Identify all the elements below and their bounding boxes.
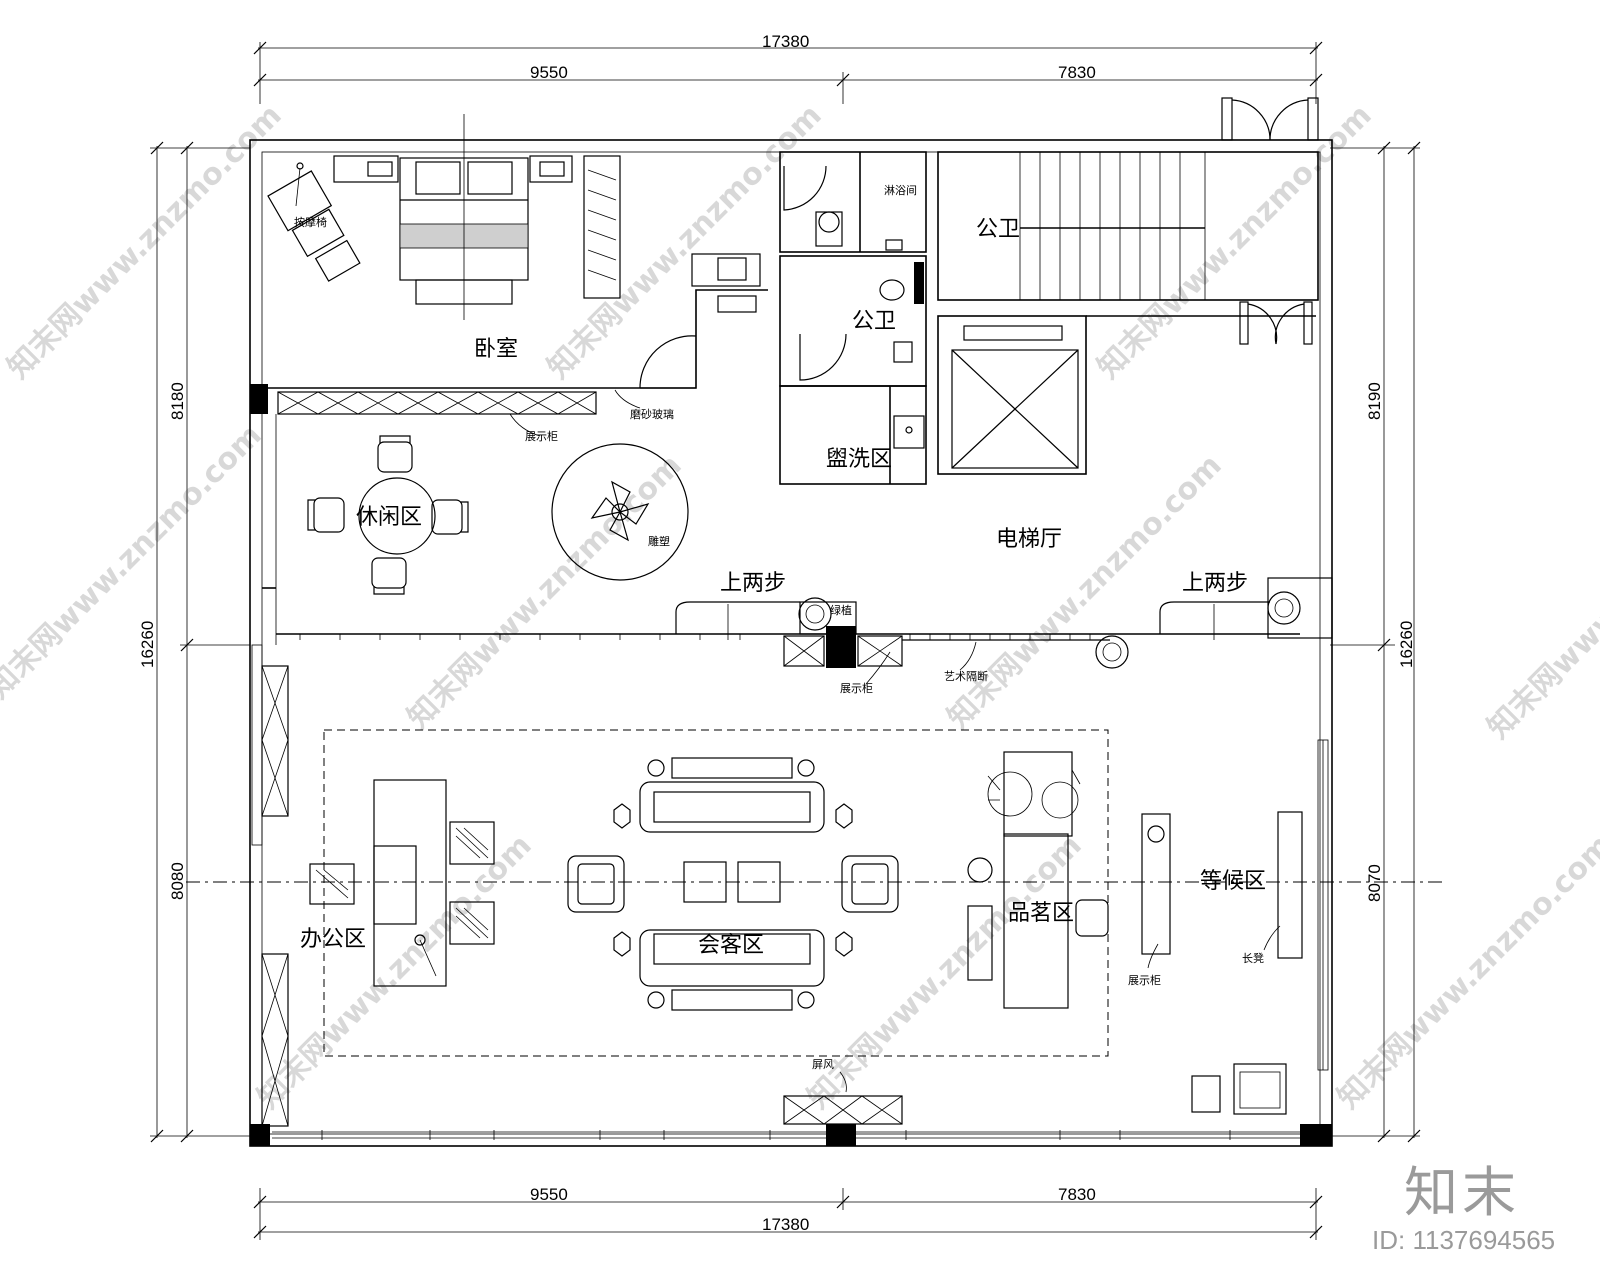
sink-counter [691, 253, 761, 287]
dimension-lines: 17380 9550 7830 9550 7830 17380 16260 81… [138, 32, 1421, 1240]
dim-bottom-left: 9550 [530, 1185, 568, 1204]
sofa [639, 781, 825, 833]
tea-chair [1075, 899, 1109, 937]
left-wall-cabinets [261, 665, 289, 1127]
display-cabinet [277, 391, 597, 415]
office-chair [309, 863, 355, 905]
leisure-chair [377, 435, 413, 473]
art-partition-label: 艺术隔断 [944, 669, 988, 683]
dim-top-total: 17380 [762, 32, 809, 51]
display-cabinet-2-label: 展示柜 [840, 682, 873, 695]
sculpture [551, 443, 689, 581]
dim-left-upper: 8180 [168, 382, 187, 420]
watermark: 知末网www.znzmo.com [1, 98, 289, 386]
dim-bottom-right: 7830 [1058, 1185, 1096, 1204]
round-table [358, 477, 436, 555]
bottom-display-cabinet: 屏风 [783, 1058, 903, 1125]
room-tea-area: 品茗区 [1008, 901, 1074, 926]
bedroom: 按摩椅 展示柜 磨砂玻璃 卧室 [262, 114, 768, 443]
image-id: ID: 1137694565 [1372, 1225, 1556, 1255]
reception-area: 会客区 [567, 757, 899, 1011]
greenery-label: 绿植 [830, 603, 852, 617]
room-public-toilet-2: 公卫 [976, 217, 1020, 242]
plant [1095, 635, 1129, 669]
room-bedroom: 卧室 [474, 337, 518, 362]
massage-chair [267, 170, 361, 282]
dim-right-lower: 8070 [1365, 864, 1384, 902]
steps-up-right: 上两步 [1182, 571, 1248, 596]
steps-up-left: 上两步 [720, 571, 786, 596]
leisure-area: 休闲区 雕塑 [307, 435, 689, 595]
waiting-area: 展示柜 长凳 等候区 [1128, 811, 1303, 1115]
watermark: 知末网www.znzmo.com [401, 448, 689, 736]
room-elevator-hall: 电梯厅 [996, 527, 1062, 552]
watermark: 知末网www.znzmo.com [801, 828, 1089, 1116]
sculpture-label: 雕塑 [648, 534, 670, 548]
display-cabinet-3-label: 屏风 [812, 1058, 834, 1071]
massage-chair-label: 按摩椅 [294, 215, 327, 229]
screen-label: 展示柜 [1128, 974, 1161, 987]
room-leisure-area: 休闲区 [356, 505, 422, 530]
watermark: 知末网www.znzmo.com [0, 418, 269, 706]
long-bench-label: 长凳 [1242, 951, 1264, 965]
steps-partition: 上两步 上两步 绿植 展示柜 艺术隔断 [262, 414, 1333, 695]
armchair [841, 855, 899, 913]
stair-core: 公卫 [937, 97, 1319, 345]
dim-left-total: 16260 [138, 621, 157, 668]
dim-top-right: 7830 [1058, 63, 1096, 82]
room-office-area: 办公区 [300, 927, 366, 952]
frosted-glass-label: 磨砂玻璃 [630, 407, 674, 421]
room-shower: 淋浴间 [884, 184, 917, 197]
nightstand-left [333, 155, 399, 183]
room-reception-area: 会客区 [698, 933, 764, 958]
waiting-chair [1233, 1063, 1287, 1115]
sofa [639, 929, 825, 987]
nightstand-right [529, 155, 573, 183]
watermark: 知末网www.znzmo.com [1091, 98, 1379, 386]
office-chair [449, 821, 495, 865]
leisure-chair [307, 497, 345, 533]
elevator: 电梯厅 [937, 315, 1316, 552]
long-bench [1277, 811, 1303, 959]
dim-top-left: 9550 [530, 63, 568, 82]
brand-logo: 知末 [1404, 1161, 1520, 1224]
plant [1267, 591, 1301, 625]
tea-table [1003, 833, 1069, 1009]
coffee-table [737, 861, 781, 903]
screen [1141, 813, 1171, 955]
armchair [567, 855, 625, 913]
watermark: 知末网www.znzmo.com [1481, 458, 1600, 746]
dim-right-total: 16260 [1397, 621, 1416, 668]
dim-right-upper: 8190 [1365, 382, 1384, 420]
watermark: 知末网www.znzmo.com [251, 828, 539, 1116]
office-chair [449, 901, 495, 945]
room-wash-area: 盥洗区 [826, 447, 892, 472]
room-waiting-area: 等候区 [1200, 869, 1266, 894]
bathrooms: 淋浴间 公卫 盥洗区 [779, 151, 927, 485]
leisure-chair [431, 499, 469, 535]
dim-bottom-total: 17380 [762, 1215, 809, 1234]
room-public-toilet-1: 公卫 [852, 309, 896, 334]
reception-zone-outline [323, 729, 1109, 1057]
plant [798, 597, 832, 631]
leisure-chair [371, 557, 407, 595]
tea-area: 品茗区 [967, 751, 1109, 1009]
dim-left-lower: 8080 [168, 862, 187, 900]
coffee-table [683, 861, 727, 903]
office-area: 办公区 [300, 779, 495, 987]
wardrobe [583, 155, 621, 299]
